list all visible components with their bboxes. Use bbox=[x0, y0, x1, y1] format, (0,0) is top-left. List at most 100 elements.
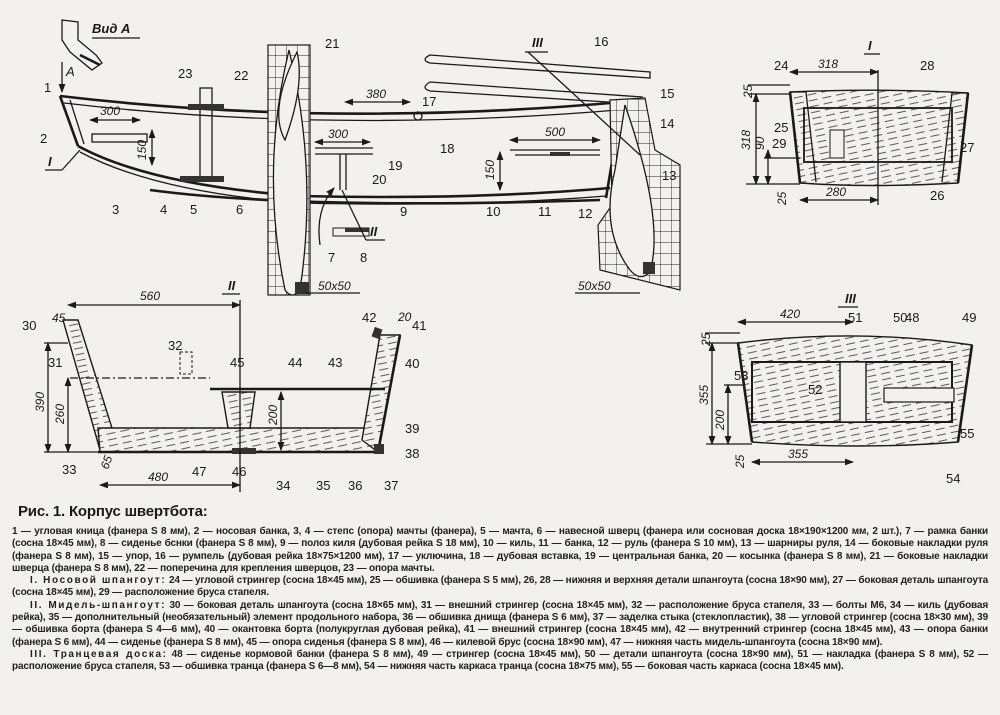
callout-45: 45 bbox=[230, 355, 244, 370]
caption-section-2: II. Мидель-шпангоут: 30 — боковая деталь… bbox=[12, 600, 988, 649]
callout-28: 28 bbox=[920, 58, 934, 73]
dim-text: 390 bbox=[33, 392, 47, 412]
dim-text: 25 bbox=[775, 191, 789, 206]
dim-text: 318 bbox=[818, 57, 838, 71]
callout-18: 18 bbox=[440, 141, 454, 156]
callout-47: 47 bbox=[192, 464, 206, 479]
tiller bbox=[424, 54, 651, 79]
callout-11: 11 bbox=[538, 204, 552, 219]
dim-text: 300 bbox=[100, 104, 120, 118]
callout-41: 41 bbox=[412, 318, 426, 333]
dim-text: 50x50 bbox=[318, 279, 351, 293]
callout-51: 51 bbox=[848, 310, 862, 325]
view-a-arrow-label: А bbox=[65, 64, 75, 79]
callout-4: 4 bbox=[160, 202, 167, 217]
callout-55: 55 bbox=[960, 426, 974, 441]
callout-16: 16 bbox=[594, 34, 608, 49]
section-text: 48 — сиденье кормовой банки (фанера S 8 … bbox=[12, 648, 988, 673]
callout-23: 23 bbox=[178, 66, 192, 81]
dim-text: 25 bbox=[741, 84, 755, 99]
dim-text: 355 bbox=[697, 385, 711, 405]
callout-35: 35 bbox=[316, 478, 330, 493]
view-a-detail: Вид А А bbox=[58, 19, 140, 94]
callout-42: 42 bbox=[362, 310, 376, 325]
callout-48: 48 bbox=[905, 310, 919, 325]
callout-27: 27 bbox=[960, 140, 974, 155]
section-heading: II. Мидель-шпангоут: bbox=[30, 599, 167, 611]
callout-22: 22 bbox=[234, 68, 248, 83]
callout-33: 33 bbox=[62, 462, 76, 477]
view-a-label: Вид А bbox=[92, 21, 130, 36]
callout-13: 13 bbox=[662, 168, 676, 183]
dim-text: 355 bbox=[788, 447, 808, 461]
callout-20: 20 bbox=[372, 172, 386, 187]
section-3-title: III bbox=[845, 291, 856, 306]
section-text: 24 — угловой стрингер (сосна 18×45 мм), … bbox=[12, 575, 989, 599]
section-heading: III. Транцевая доска: bbox=[30, 648, 168, 660]
callout-12: 12 bbox=[578, 206, 592, 221]
caption-section-3: III. Транцевая доска: 48 — сиденье кормо… bbox=[12, 649, 988, 674]
dim-text: 50x50 bbox=[578, 279, 611, 293]
hull-gunwale bbox=[59, 94, 623, 115]
callout-25: 25 bbox=[774, 120, 788, 135]
section-mark-3: III bbox=[532, 35, 543, 50]
dim-text: 90 bbox=[753, 136, 767, 150]
dim-text: 65 bbox=[98, 453, 116, 471]
callout-37: 37 bbox=[384, 478, 398, 493]
keel bbox=[149, 188, 601, 205]
section-1-title: I bbox=[868, 38, 872, 53]
section-3-transom: III 420 25 355 200 355 25 bbox=[697, 291, 974, 469]
callout-36: 36 bbox=[348, 478, 362, 493]
callout-38: 38 bbox=[405, 446, 419, 461]
callout-2: 2 bbox=[40, 131, 47, 146]
section-heading: I. Носовой шпангоут: bbox=[30, 575, 167, 587]
section-mark-2: II bbox=[370, 224, 378, 239]
dim-text: 560 bbox=[140, 289, 160, 303]
dim-text: 380 bbox=[366, 87, 386, 101]
callout-1: 1 bbox=[44, 80, 51, 95]
dim-text: 318 bbox=[739, 130, 753, 150]
dim-text: 300 bbox=[328, 127, 348, 141]
dim-text: 420 bbox=[780, 307, 800, 321]
callout-39: 39 bbox=[405, 421, 419, 436]
caption-section-1: I. Носовой шпангоут: 24 — угловой стринг… bbox=[12, 575, 988, 600]
dim-text: 500 bbox=[545, 125, 565, 139]
callout-52: 52 bbox=[808, 382, 822, 397]
section-text: 30 — боковая деталь шпангоута (сосна 18×… bbox=[12, 599, 988, 648]
callout-30: 30 bbox=[22, 318, 36, 333]
dim-text: 25 bbox=[733, 454, 747, 469]
callout-31: 31 bbox=[48, 355, 62, 370]
callout-9: 9 bbox=[400, 204, 407, 219]
mast bbox=[199, 87, 213, 181]
dim-text: 150 bbox=[483, 160, 497, 180]
callout-8: 8 bbox=[360, 250, 367, 265]
dim-text: 200 bbox=[266, 405, 280, 426]
callout-7: 7 bbox=[328, 250, 335, 265]
callout-43: 43 bbox=[328, 355, 342, 370]
section-2-title: II bbox=[228, 278, 236, 293]
callout-40: 40 bbox=[405, 356, 419, 371]
callout-21: 21 bbox=[325, 36, 339, 51]
figure-caption: Рис. 1. Корпус швертбота: 1 — угловая кн… bbox=[12, 503, 988, 674]
callout-34: 34 bbox=[276, 478, 290, 493]
dim-text: 20 bbox=[397, 310, 412, 324]
dim-text: 480 bbox=[148, 470, 168, 484]
dim-text: 200 bbox=[713, 410, 727, 431]
callout-26: 26 bbox=[930, 188, 944, 203]
callout-50: 50 bbox=[893, 310, 907, 325]
rudder bbox=[609, 104, 655, 278]
dim-text: 150 bbox=[135, 140, 149, 160]
callout-24: 24 bbox=[774, 58, 788, 73]
callout-53: 53 bbox=[734, 368, 748, 383]
callout-6: 6 bbox=[236, 202, 243, 217]
callout-44: 44 bbox=[288, 355, 302, 370]
callout-17: 17 bbox=[422, 94, 436, 109]
caption-general-parts: 1 — угловая кница (фанера S 8 мм), 2 — н… bbox=[12, 526, 988, 574]
section-2-midship-frame: II 560 45 390 260 200 65 480 20 bbox=[33, 278, 412, 492]
dim-text: 280 bbox=[825, 185, 846, 199]
callout-5: 5 bbox=[190, 202, 197, 217]
section-1-bow-frame: I 318 25 318 90 280 25 bbox=[739, 38, 970, 206]
callout-14: 14 bbox=[660, 116, 674, 131]
side-view: Вид А А bbox=[45, 19, 681, 296]
